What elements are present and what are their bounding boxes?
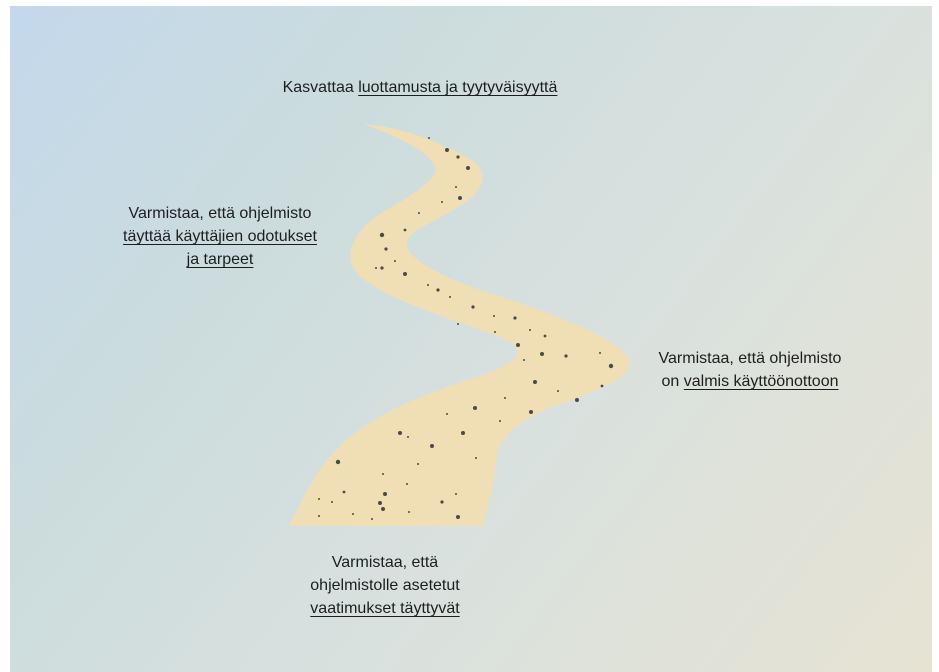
caption-requirements-line: Varmistaa, että bbox=[255, 551, 515, 574]
caption-expectations-highlight: täyttää käyttäjien odotukset bbox=[90, 225, 350, 248]
caption-requirements-line: ohjelmistolle asetetut bbox=[255, 574, 515, 597]
caption-trust-highlight: luottamusta ja tyytyväisyyttä bbox=[358, 79, 557, 96]
pebble bbox=[381, 507, 385, 511]
pebble bbox=[456, 515, 460, 519]
pebble bbox=[471, 305, 474, 308]
pebble bbox=[398, 431, 402, 435]
pebble bbox=[380, 266, 383, 269]
pebble bbox=[449, 296, 451, 298]
pebble bbox=[446, 413, 448, 415]
pebble bbox=[383, 492, 387, 496]
caption-requirements-highlight: vaatimukset täyttyvät bbox=[255, 597, 515, 620]
pebble bbox=[378, 501, 382, 505]
pebble bbox=[601, 385, 604, 388]
pebble bbox=[523, 359, 525, 361]
pebble bbox=[380, 233, 384, 237]
pebble bbox=[513, 316, 516, 319]
pebble bbox=[599, 352, 601, 354]
caption-readiness: Varmistaa, että ohjelmisto on valmis käy… bbox=[630, 347, 870, 393]
pebble bbox=[445, 148, 449, 152]
pebble bbox=[331, 501, 333, 503]
pebble bbox=[384, 247, 387, 250]
pebble bbox=[494, 331, 496, 333]
caption-readiness-highlight: valmis käyttöönottoon bbox=[684, 373, 839, 390]
caption-requirements: Varmistaa, että ohjelmistolle asetetut v… bbox=[255, 551, 515, 620]
pebble bbox=[575, 398, 579, 402]
pebble bbox=[516, 343, 520, 347]
pebble bbox=[440, 500, 443, 503]
pebble bbox=[406, 483, 408, 485]
pebble bbox=[457, 323, 459, 325]
pebble bbox=[609, 364, 613, 368]
pebble bbox=[540, 352, 544, 356]
caption-expectations-highlight: ja tarpeet bbox=[90, 248, 350, 271]
winding-path-shape bbox=[289, 124, 630, 526]
pebble bbox=[418, 212, 420, 214]
pebble bbox=[564, 354, 567, 357]
pebble bbox=[403, 272, 407, 276]
pebble bbox=[371, 518, 373, 520]
pebble bbox=[473, 406, 477, 410]
pebble bbox=[455, 186, 457, 188]
pebble bbox=[343, 491, 346, 494]
pebble bbox=[461, 431, 465, 435]
pebble bbox=[428, 137, 430, 139]
pebble bbox=[436, 288, 439, 291]
pebble bbox=[382, 473, 384, 475]
pebble bbox=[466, 166, 470, 170]
caption-trust: Kasvattaa luottamusta ja tyytyväisyyttä bbox=[220, 76, 620, 99]
pebble bbox=[394, 260, 396, 262]
pebble bbox=[318, 515, 320, 517]
pebble bbox=[455, 493, 457, 495]
caption-readiness-line2: on valmis käyttöönottoon bbox=[630, 370, 870, 393]
pebble bbox=[441, 201, 443, 203]
pebble bbox=[352, 513, 354, 515]
pebble bbox=[375, 267, 377, 269]
pebble bbox=[430, 444, 434, 448]
caption-readiness-line: Varmistaa, että ohjelmisto bbox=[630, 347, 870, 370]
caption-trust-text: Kasvattaa bbox=[283, 79, 359, 96]
pebble bbox=[529, 329, 531, 331]
pebble bbox=[504, 397, 506, 399]
pebble bbox=[475, 457, 477, 459]
pebble bbox=[499, 420, 501, 422]
pebble bbox=[336, 460, 340, 464]
pebble bbox=[533, 380, 537, 384]
pebble bbox=[417, 463, 419, 465]
diagram-canvas: Kasvattaa luottamusta ja tyytyväisyyttä … bbox=[10, 6, 932, 672]
caption-expectations: Varmistaa, että ohjelmisto täyttää käytt… bbox=[90, 202, 350, 271]
pebble bbox=[404, 229, 407, 232]
pebble bbox=[408, 511, 410, 513]
pebble bbox=[318, 498, 320, 500]
pebble bbox=[458, 196, 462, 200]
pebble bbox=[407, 436, 409, 438]
pebble bbox=[529, 410, 533, 414]
caption-readiness-text: on bbox=[662, 373, 684, 390]
pebble bbox=[427, 284, 429, 286]
pebble bbox=[557, 390, 559, 392]
pebble bbox=[456, 155, 459, 158]
pebble bbox=[544, 335, 547, 338]
caption-expectations-line: Varmistaa, että ohjelmisto bbox=[90, 202, 350, 225]
pebble bbox=[493, 315, 495, 317]
